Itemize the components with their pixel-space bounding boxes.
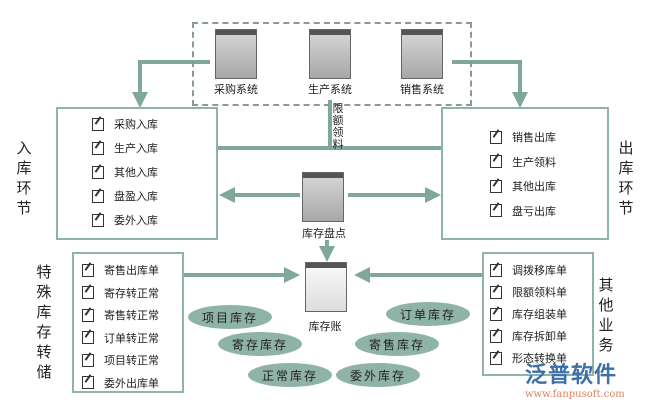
list-item: 生产领料 — [490, 154, 556, 170]
list-item-label: 其他入库 — [114, 166, 158, 179]
quota-label: 限额领料 — [332, 102, 344, 151]
list-item: 库存拆卸单 — [490, 328, 567, 344]
list-item: 寄售转正常 — [82, 307, 159, 323]
list-item: 销售出库 — [490, 129, 556, 145]
list-item: 其他出库 — [490, 178, 556, 194]
document-icon — [82, 308, 94, 322]
list-item: 生产入库 — [92, 140, 158, 156]
document-icon — [490, 179, 502, 193]
document-icon — [92, 117, 104, 131]
document-icon — [490, 263, 502, 277]
list-item-label: 采购入库 — [114, 118, 158, 131]
special-title: 特殊库存转储 — [36, 263, 52, 381]
list-item: 其他入库 — [92, 164, 158, 180]
list-item: 寄存转正常 — [82, 285, 159, 301]
list-item: 盘亏出库 — [490, 203, 556, 219]
list-item: 订单转正常 — [82, 330, 159, 346]
list-item-label: 寄存转正常 — [104, 286, 159, 300]
stock-type: 项目库存 — [188, 305, 272, 329]
list-item-label: 库存组装单 — [512, 308, 567, 321]
document-icon — [490, 307, 502, 321]
ledger-label: 库存账 — [308, 320, 342, 333]
document-icon — [92, 189, 104, 203]
list-item-label: 调拨移库单 — [512, 264, 567, 277]
document-icon — [82, 353, 94, 367]
stocktake-icon — [302, 172, 344, 222]
list-item-label: 生产领料 — [512, 155, 556, 169]
arrow-sales-to-outbound — [452, 60, 528, 108]
list-item-label: 其他出库 — [512, 180, 556, 193]
inbound-box — [56, 107, 218, 240]
logo-name: 泛普软件 — [525, 363, 618, 388]
computer-icon — [401, 29, 443, 79]
list-item: 采购入库 — [92, 116, 158, 132]
list-item-label: 委外出库单 — [104, 376, 159, 390]
list-item-label: 生产入库 — [114, 142, 158, 155]
document-icon — [92, 213, 104, 227]
list-item-label: 库存拆卸单 — [512, 330, 567, 343]
list-item: 调拨移库单 — [490, 262, 567, 278]
outbound-box — [441, 107, 609, 240]
list-item-label: 寄售出库单 — [104, 264, 159, 277]
list-item-label: 寄售转正常 — [104, 309, 159, 322]
list-item-label: 委外入库 — [114, 214, 158, 227]
computer-icon — [309, 29, 351, 79]
list-item: 限额领料单 — [490, 284, 567, 300]
outbound-title: 出库环节 — [618, 139, 634, 217]
system-label: 生产系统 — [308, 83, 352, 96]
arrow-purchase-to-inbound — [132, 60, 210, 108]
inbound-title: 入库环节 — [16, 139, 32, 217]
document-icon — [490, 351, 502, 365]
list-item-label: 项目转正常 — [104, 354, 159, 367]
stock-type: 寄存库存 — [218, 332, 302, 356]
document-icon — [92, 165, 104, 179]
list-item: 委外入库 — [92, 212, 158, 228]
document-icon — [490, 155, 502, 168]
document-icon — [92, 141, 104, 155]
list-item-label: 限额领料单 — [512, 286, 567, 299]
other-title: 其他业务 — [598, 276, 614, 354]
document-icon — [490, 130, 502, 144]
document-icon — [490, 204, 502, 217]
list-item: 委外出库单 — [82, 375, 159, 391]
document-icon — [82, 286, 94, 299]
stock-type: 寄售库存 — [355, 332, 439, 356]
document-icon — [490, 285, 502, 299]
list-item-label: 盘盈入库 — [114, 190, 158, 203]
systems-group — [192, 22, 472, 106]
document-icon — [82, 263, 94, 277]
stock-type: 订单库存 — [386, 302, 470, 326]
list-item: 形态转换单 — [490, 350, 567, 366]
stocktake-label: 库存盘点 — [302, 227, 346, 240]
stock-type: 正常库存 — [248, 363, 332, 387]
document-icon — [490, 329, 502, 343]
system-label: 销售系统 — [400, 83, 444, 96]
logo-url: www.fanpusoft.com — [525, 389, 625, 400]
document-icon — [82, 331, 94, 344]
stock-type: 委外库存 — [336, 363, 420, 387]
document-icon — [82, 376, 94, 389]
list-item: 项目转正常 — [82, 352, 159, 368]
ledger-icon — [305, 262, 347, 312]
computer-icon — [215, 29, 257, 79]
list-item: 盘盈入库 — [92, 188, 158, 204]
list-item: 寄售出库单 — [82, 262, 159, 278]
list-item-label: 销售出库 — [512, 131, 556, 144]
list-item-label: 形态转换单 — [512, 352, 567, 365]
list-item: 库存组装单 — [490, 306, 567, 322]
list-item-label: 盘亏出库 — [512, 204, 556, 218]
system-label: 采购系统 — [214, 83, 258, 96]
list-item-label: 订单转正常 — [104, 331, 159, 345]
